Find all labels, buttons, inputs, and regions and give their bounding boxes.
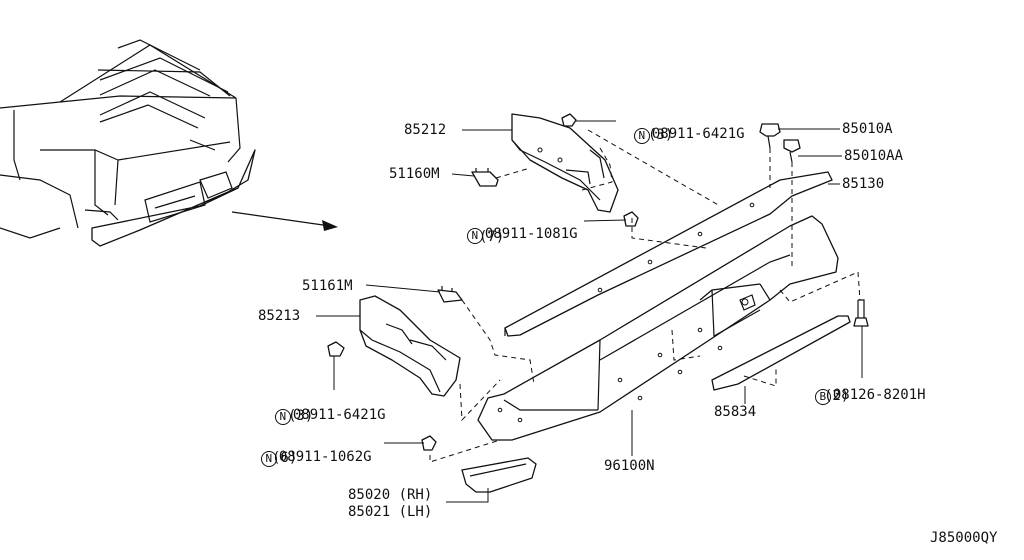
fastener-part-number: 08911-1081G [484, 226, 578, 242]
part-label-85834: 85834 [714, 404, 757, 420]
part-label-51160M: 51160M [389, 166, 440, 182]
nut-icon [623, 211, 639, 227]
part-label-85010A: 85010A [842, 121, 893, 137]
symbol-n-icon: N [466, 228, 483, 244]
bracket-85213 [359, 295, 461, 397]
bumper-end-85020 [461, 457, 537, 493]
fastener-qty: (2) [824, 388, 850, 404]
part-label-85020: 85020 (RH) [348, 487, 433, 503]
fastener-qty: (3) [288, 408, 314, 424]
fastener-qty: (3) [648, 127, 674, 143]
symbol-n-icon: N [274, 409, 291, 425]
truck-rear-illustration [0, 39, 256, 247]
part-label-85010AA: 85010AA [844, 148, 904, 164]
assembly-lines [429, 129, 861, 463]
diagram-code: J85000QY [930, 530, 998, 546]
clip-51161M-icon [437, 286, 463, 303]
clip-51160M-icon [471, 168, 499, 187]
nut-icon [327, 341, 345, 357]
nut-icon [561, 113, 577, 127]
part-label-85212: 85212 [404, 122, 447, 138]
symbol-b-icon: B [814, 389, 831, 405]
part-label-85213: 85213 [258, 308, 301, 324]
fastener-qty: (6) [272, 450, 298, 466]
clip-85010A-icon [759, 123, 781, 149]
reinforcement-85130 [504, 171, 833, 337]
part-label-51161M: 51161M [302, 278, 353, 294]
fastener-part-number: 08126-8201H [832, 387, 926, 403]
fastener-part-number: 08911-6421G [651, 126, 745, 142]
part-label-85130: 85130 [842, 176, 885, 192]
clip-85010AA-icon [783, 139, 801, 163]
bolt-icon [853, 299, 869, 327]
part-label-96100N: 96100N [604, 458, 655, 474]
strip-85834 [711, 315, 851, 391]
symbol-n-icon: N [633, 128, 650, 144]
bracket-85212 [511, 113, 619, 213]
fastener-qty: (7) [479, 229, 505, 245]
bumper-96100N [477, 215, 839, 441]
leader-lines [316, 120, 863, 503]
fastener-part-number: 08911-1062G [278, 449, 372, 465]
direction-arrow [231, 211, 338, 231]
part-label-85021: 85021 (LH) [348, 504, 433, 520]
fastener-part-number: 08911-6421G [292, 407, 386, 423]
nut-icon [421, 435, 437, 451]
symbol-n-icon: N [260, 451, 277, 467]
